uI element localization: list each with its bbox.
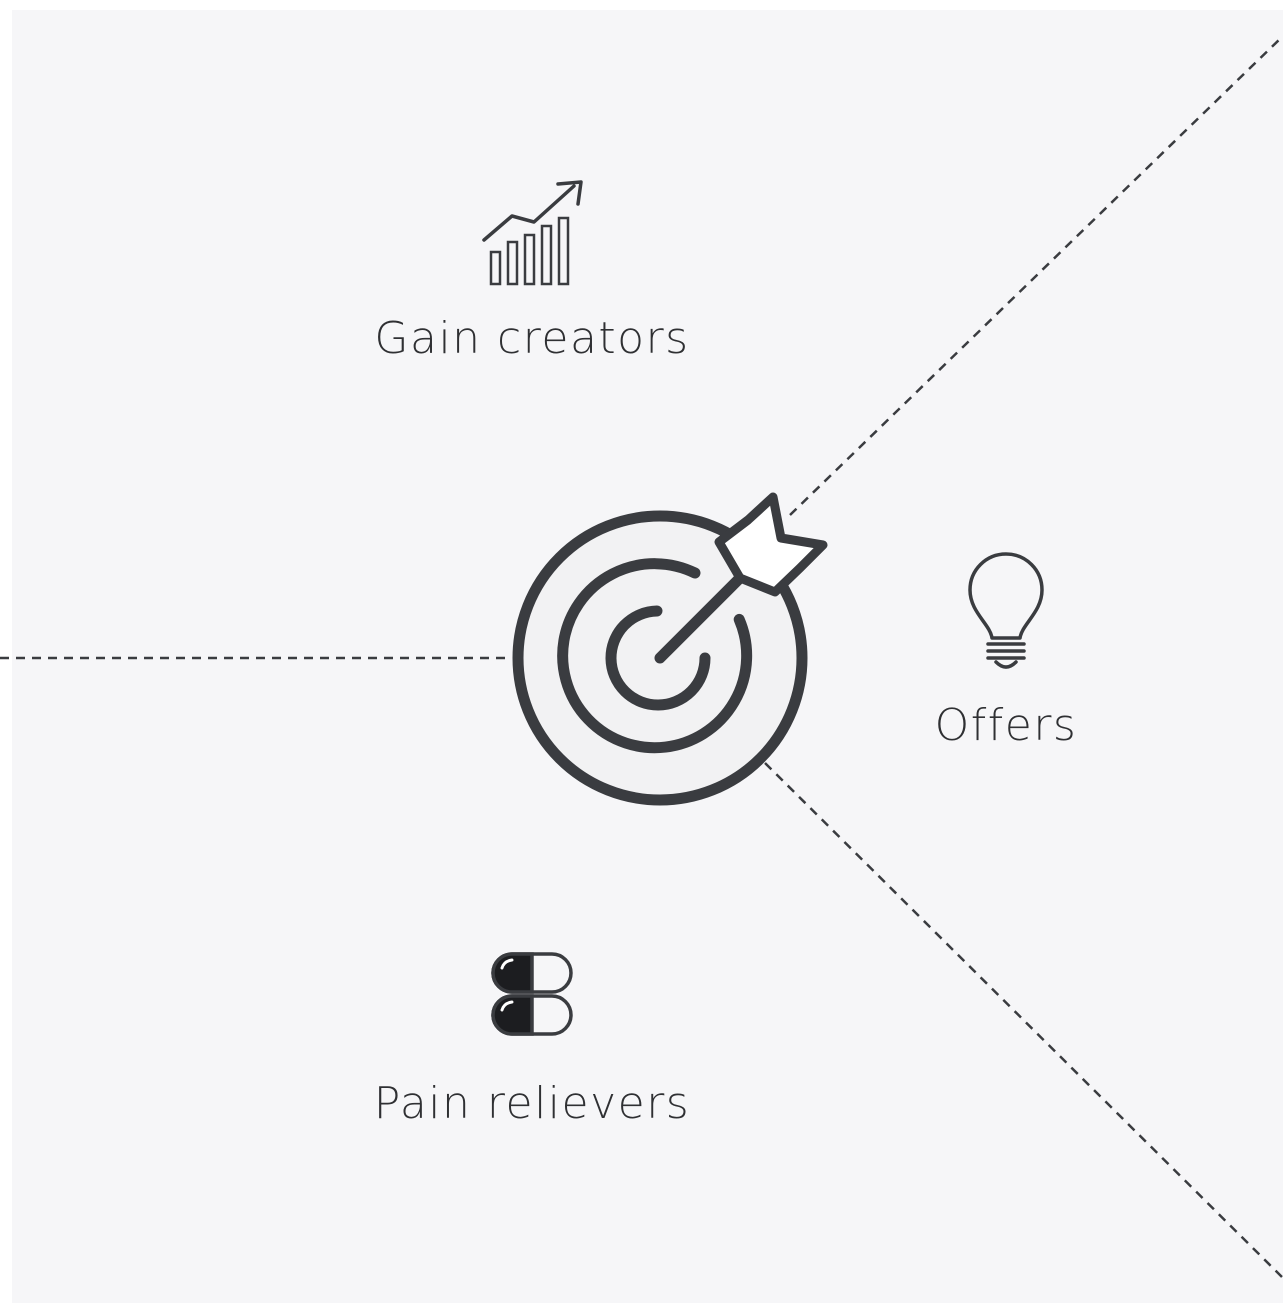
growth-chart-icon	[482, 180, 583, 286]
arrow-shaft	[654, 565, 753, 664]
target-middle-ring	[557, 558, 753, 754]
divider-line-lower-right	[764, 762, 1283, 1279]
arrow-fletching	[714, 492, 828, 597]
lightbulb-icon	[968, 552, 1044, 669]
divider-line-upper-right	[789, 35, 1283, 516]
target-inner-ring	[605, 605, 711, 711]
label-pain-relievers: Pain relievers	[373, 1078, 691, 1129]
label-gain-creators: Gain creators	[374, 313, 690, 364]
pills-icon	[491, 952, 573, 1036]
label-offers: Offers	[934, 700, 1078, 751]
